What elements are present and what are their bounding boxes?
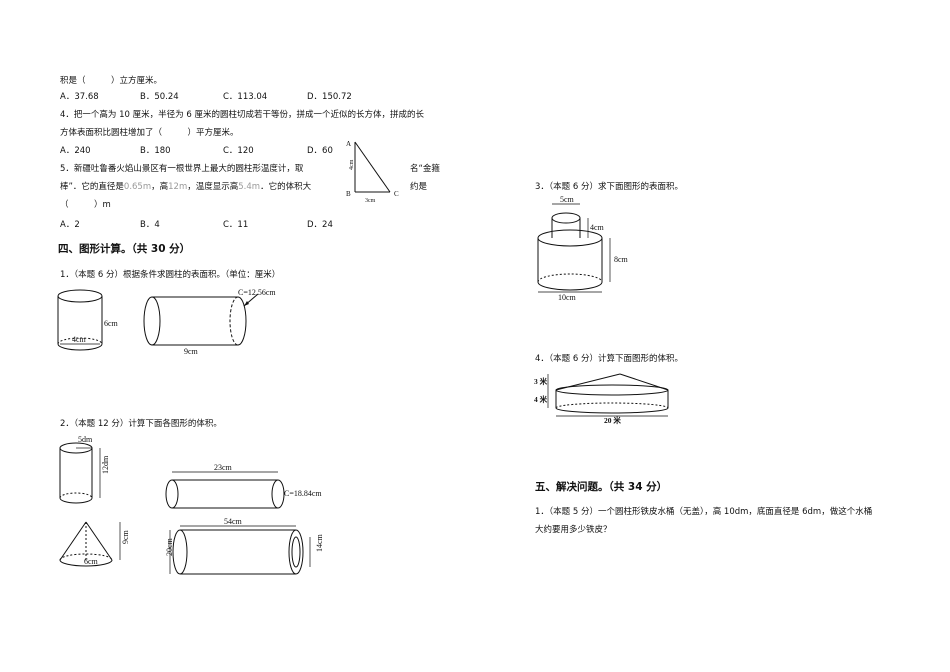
q5-text-b: ，高	[151, 182, 169, 192]
p1-text: 1．（本题 6 分）根据条件求圆柱的表面积。（单位：厘米）	[60, 270, 281, 280]
q4-option-a: A．240	[60, 146, 91, 156]
p2-text: 2．（本题 12 分）计算下面各图形的体积。	[60, 419, 222, 429]
p4-diameter: 20 米	[604, 415, 621, 425]
q4-line1: 4．把一个高为 10 厘米，半径为 6 厘米的圆柱切成若干等份，拼成一个近似的长…	[60, 110, 424, 120]
q5-diameter: 0.65m	[123, 182, 152, 192]
q3-option-a: A．37.68	[60, 92, 99, 102]
q5-line1-b: 名“金箍	[410, 164, 440, 174]
s5-q1-line1: 1．（本题 5 分）一个圆柱形铁皮水桶（无盖），高 10dm，底面直径是 6dm…	[535, 507, 873, 517]
q5-line1-a: 5．新疆吐鲁番火焰山景区有一根世界上最大的圆柱形温度计，取	[60, 164, 304, 174]
q4-option-d: D．60	[307, 146, 333, 156]
section4-title: 四、图形计算。（共 30 分）	[58, 243, 191, 255]
p3-bottom-height: 8cm	[614, 255, 629, 264]
q5-option-c: C．11	[223, 220, 249, 230]
q4-option-b: B．180	[140, 146, 171, 156]
triangle-label-b: B	[346, 190, 351, 198]
triangle-side-bc: 3cm	[365, 198, 376, 204]
p2-fig3-diameter: 6cm	[84, 557, 99, 566]
p1-fig2-circumference: C=12.56cm	[238, 288, 276, 297]
q4-line2: 方体表面积比圆柱增加了（ ）平方厘米。	[60, 128, 239, 138]
p4-text: 4．（本题 6 分）计算下面图形的体积。	[535, 354, 683, 364]
right-triangle-figure: A B C 4cm 3cm	[346, 140, 399, 204]
p1-fig1-height: 6cm	[104, 319, 119, 328]
q5-option-a: A．2	[60, 220, 80, 230]
q3-option-c: C．113.04	[223, 92, 268, 102]
p2-fig1-height: 12dm	[101, 455, 110, 474]
q5-line3: （ ）m	[60, 200, 111, 210]
q5-text-c: ，温度显示高	[187, 182, 239, 192]
p3-text: 3．（本题 6 分）求下面图形的表面积。	[535, 182, 683, 192]
q5-option-d: D．24	[307, 220, 333, 230]
triangle-side-ab: 4cm	[349, 159, 355, 170]
p1-fig2-length: 9cm	[184, 347, 199, 356]
q5-option-b: B．4	[140, 220, 160, 230]
q5-line2-e: 约是	[410, 182, 428, 192]
p1-cylinder-horizontal: C=12.56cm 9cm	[143, 288, 276, 356]
p2-fig1-radius: 5dm	[78, 435, 93, 444]
p2-cone: 6cm 9cm	[59, 521, 130, 567]
p2-cylinder-1: 5dm 12dm	[59, 435, 110, 504]
triangle-label-c: C	[394, 190, 399, 198]
p2-cylinder-2: 23cm C=18.84cm	[165, 463, 322, 509]
p3-composite-cylinder: 5cm 4cm 8cm 10cm	[537, 195, 629, 302]
p2-hollow-cylinder: 54cm 20cm 14cm	[165, 517, 324, 575]
p1-fig1-diameter: 4cm	[72, 335, 87, 344]
s5-q1-line2: 大约要用多少铁皮？	[535, 525, 612, 535]
p2-fig3-height: 9cm	[121, 529, 130, 544]
q5-line2: 棒”．它的直径是0.65m，高12m，温度显示高5.4m．它的体积大	[60, 183, 311, 192]
p2-fig4-length: 54cm	[224, 517, 243, 526]
p1-cylinder-upright: 6cm 4cm	[57, 289, 119, 351]
p4-cylinder-with-cone: 3 米 4 米 20 米	[534, 373, 669, 425]
p4-cone-height: 3 米	[534, 376, 548, 386]
p3-top-diameter: 5cm	[560, 195, 575, 204]
triangle-label-a: A	[346, 140, 351, 148]
p2-fig4-outer: 20cm	[165, 537, 174, 556]
p3-bottom-diameter: 10cm	[558, 293, 577, 302]
q4-option-c: C．120	[223, 146, 254, 156]
p2-fig2-circumference: C=18.84cm	[284, 489, 322, 498]
p2-fig2-length: 23cm	[214, 463, 233, 472]
p2-fig4-inner: 14cm	[315, 533, 324, 552]
q3-tail: 积是（ ）立方厘米。	[60, 76, 163, 86]
q5-temp: 5.4m	[238, 182, 261, 192]
q3-option-d: D．150.72	[307, 92, 352, 102]
section5-title: 五、解决问题。（共 34 分）	[535, 481, 668, 493]
q5-text-d: ．它的体积大	[260, 182, 312, 192]
q3-option-b: B．50.24	[140, 92, 179, 102]
p3-top-height: 4cm	[590, 223, 605, 232]
q5-text-a: 棒”．它的直径是	[60, 182, 124, 192]
q5-height: 12m	[168, 182, 188, 192]
p4-cylinder-height: 4 米	[534, 394, 548, 404]
